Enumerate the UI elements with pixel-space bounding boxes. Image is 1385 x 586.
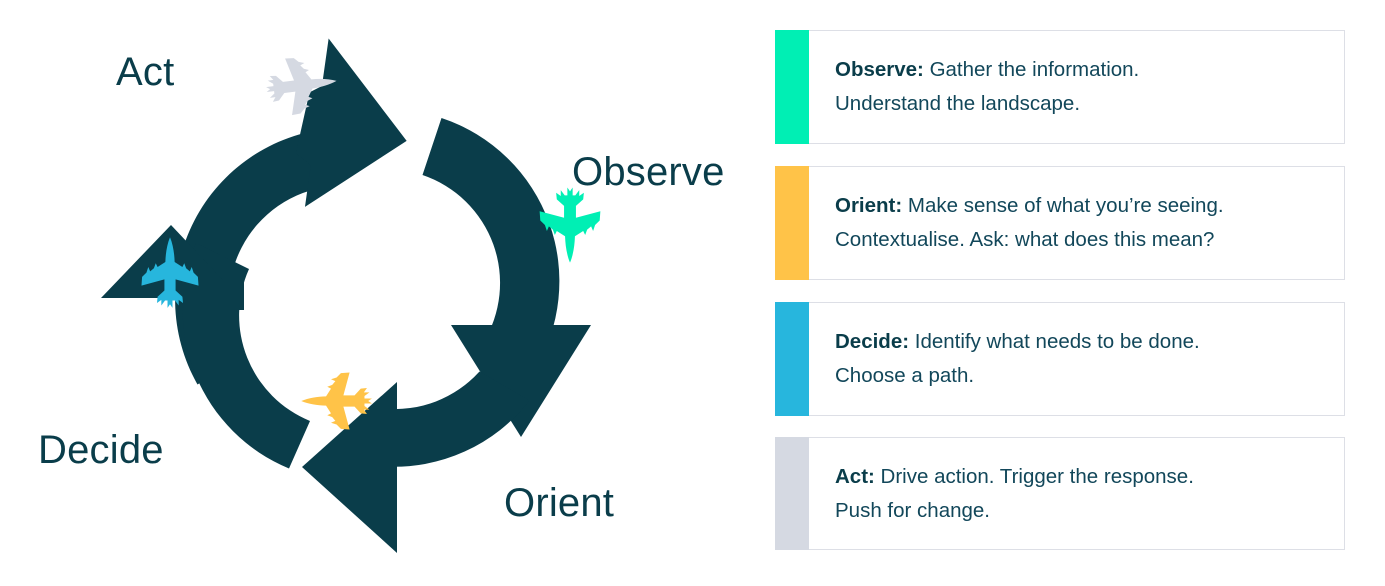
legend-text-act-1: Drive action. Trigger the response. [874, 464, 1194, 488]
legend-text-act-2: Push for change. [835, 498, 990, 522]
legend-term-observe: Observe: [835, 58, 924, 81]
legend-line-1: Observe: Gather the information. [835, 53, 1318, 87]
cycle-label-orient: Orient [504, 481, 614, 525]
legend-card-act[interactable]: Act: Drive action. Trigger the response.… [775, 437, 1345, 550]
legend-text-observe-1: Gather the information. [923, 58, 1140, 81]
cycle-diagram-svg: Act Observe Orient Decide [38, 38, 725, 553]
legend-card-decide[interactable]: Decide: Identify what needs to be done. … [775, 302, 1345, 416]
legend-line-1: Orient: Make sense of what you’re seeing… [835, 189, 1318, 223]
arrow-segment-observe [422, 118, 591, 437]
legend-line-1: Decide: Identify what needs to be done. [835, 325, 1318, 359]
accent-bar-orient [775, 166, 809, 280]
legend-term-orient: Orient: [835, 194, 903, 217]
legend-text-decide-2: Choose a path. [835, 364, 975, 387]
accent-bar-decide [775, 302, 809, 416]
legend-card-observe[interactable]: Observe: Gather the information. Underst… [775, 30, 1345, 144]
legend-body-decide: Decide: Identify what needs to be done. … [809, 303, 1344, 415]
legend-card-orient[interactable]: Orient: Make sense of what you’re seeing… [775, 166, 1345, 280]
cycle-label-decide: Decide [38, 428, 164, 472]
legend-body-act: Act: Drive action. Trigger the response.… [809, 438, 1344, 549]
cycle-label-observe: Observe [572, 150, 725, 194]
accent-bar-observe [775, 30, 809, 144]
legend-text-orient-2: Contextualise. Ask: what does this mean? [835, 228, 1215, 251]
accent-bar-act [775, 437, 809, 550]
legend-line-1: Act: Drive action. Trigger the response. [835, 460, 1318, 494]
cycle-label-act: Act [116, 50, 174, 94]
legend-body-orient: Orient: Make sense of what you’re seeing… [809, 167, 1344, 279]
legend-list: Observe: Gather the information. Underst… [773, 0, 1385, 586]
legend-text-decide-1: Identify what needs to be done. [909, 330, 1200, 353]
legend-text-orient-1: Make sense of what you’re seeing. [902, 194, 1224, 217]
legend-text-observe-2: Understand the landscape. [835, 92, 1081, 115]
legend-body-observe: Observe: Gather the information. Underst… [809, 31, 1344, 143]
arrow-segment-orient [302, 371, 530, 553]
legend-term-decide: Decide: [835, 330, 910, 353]
legend-term-act: Act: [835, 464, 875, 488]
cycle-diagram: Act Observe Orient Decide [38, 38, 725, 553]
